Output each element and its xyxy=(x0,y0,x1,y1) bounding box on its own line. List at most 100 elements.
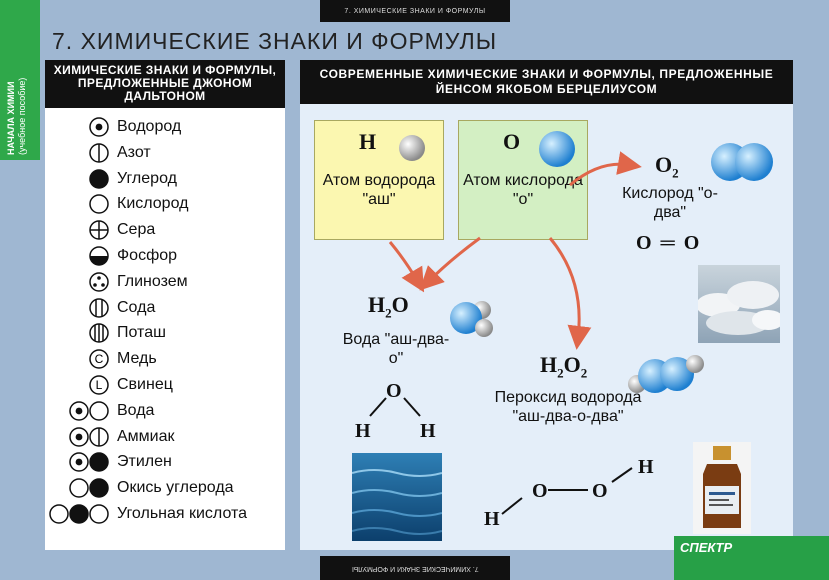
dalton-panel: ХИМИЧЕСКИЕ ЗНАКИ И ФОРМУЛЫ, ПРЕДЛОЖЕННЫЕ… xyxy=(45,60,285,550)
o2-structure: O ═ O xyxy=(636,232,702,254)
dalton-row: Углерод xyxy=(45,168,285,192)
dalton-row-label: Медь xyxy=(117,350,157,368)
svg-text:C: C xyxy=(95,352,104,366)
water-formula: H2O xyxy=(368,292,409,321)
dalton-row-label: Угольная кислота xyxy=(117,505,248,522)
vertical-line-circle-icon xyxy=(89,143,109,163)
peroxide-formula: H2O2 xyxy=(540,352,587,381)
water-formula-o: O xyxy=(391,292,409,317)
top-strip: 7. ХИМИЧЕСКИЕ ЗНАКИ И ФОРМУЛЫ xyxy=(320,0,510,22)
water-structure-o: O xyxy=(386,380,402,402)
letter-l-circle-icon: L xyxy=(89,375,109,395)
top-strip-text: 7. ХИМИЧЕСКИЕ ЗНАКИ И ФОРМУЛЫ xyxy=(344,7,486,15)
oxygen-atom-icon xyxy=(539,131,575,167)
dalton-row-label: Поташ xyxy=(117,324,166,342)
water-caption: Вода "аш-два-о" xyxy=(342,331,450,367)
arrow-h-to-water xyxy=(388,241,425,293)
dalton-row: Угольная кислота xyxy=(45,503,285,527)
dalton-row-label: Водород xyxy=(117,118,182,135)
dalton-row-label: Этилен xyxy=(117,453,172,471)
o2-formula-o: O xyxy=(655,152,673,177)
o2-molecule-icon xyxy=(711,143,773,181)
dalton-row-label: Глинозем xyxy=(117,272,188,290)
svg-text:L: L xyxy=(96,378,103,392)
dalton-row: Сера xyxy=(45,219,285,243)
peroxide-structure-o2: O xyxy=(592,480,608,502)
filled-filled-empty-triple-icon xyxy=(49,504,109,524)
o2-caption: Кислород "о-два" xyxy=(622,185,718,221)
oxygen-symbol: O xyxy=(503,129,521,154)
dalton-row: Глинозем xyxy=(45,271,285,295)
dalton-row-label: Окись углерода xyxy=(117,479,234,497)
bottom-strip: 7. ХИМИЧЕСКИЕ ЗНАКИ И ФОРМУЛЫ xyxy=(320,556,510,580)
peroxide-structure xyxy=(501,467,633,515)
side-label-subtitle: (учебное пособие) xyxy=(17,77,27,155)
page-title: 7. ХИМИЧЕСКИЕ ЗНАКИ И ФОРМУЛЫ xyxy=(52,28,498,54)
side-tab-text: НАЧАЛА ХИМИИ (учебное пособие) xyxy=(6,78,28,155)
dalton-row: Вода xyxy=(45,400,285,424)
dalton-row: Сода xyxy=(45,297,285,321)
oxygen-caption: Атом кислорода "о" xyxy=(463,172,583,208)
dot-filled-pair-icon xyxy=(69,452,109,473)
dot-empty-pair-icon xyxy=(69,401,109,421)
empty-filled-pair-icon xyxy=(69,478,109,498)
dot-circle-icon xyxy=(89,117,109,137)
dalton-row: Фосфор xyxy=(45,245,285,269)
reaction-arrows xyxy=(388,151,642,350)
letter-c-circle-icon: C xyxy=(89,349,109,369)
water-formula-h: H xyxy=(368,292,386,317)
empty-circle-icon xyxy=(89,194,109,215)
dalton-row: Окись углерода xyxy=(45,477,285,501)
peroxide-formula-sub1: 2 xyxy=(557,365,564,381)
three-dots-circle-icon xyxy=(89,272,109,292)
peroxide-formula-o: O xyxy=(563,352,581,377)
dalton-row: Водород xyxy=(45,116,285,140)
half-filled-circle-icon xyxy=(89,246,109,266)
dalton-row-label: Кислород xyxy=(117,195,189,213)
publisher-brand: СПЕКТР xyxy=(680,540,733,555)
peroxide-structure-h1: H xyxy=(484,508,500,530)
dot-line-pair-icon xyxy=(69,426,109,447)
dalton-row-label: Вода xyxy=(117,401,155,419)
water-structure xyxy=(369,397,421,417)
berzelius-panel: СОВРЕМЕННЫЕ ХИМИЧЕСКИЕ ЗНАКИ И ФОРМУЛЫ, … xyxy=(300,60,793,550)
peroxide-formula-h: H xyxy=(540,352,558,377)
water-structure-h1: H xyxy=(355,420,371,442)
filled-circle-icon xyxy=(89,168,109,189)
peroxide-structure-o1: O xyxy=(532,480,548,502)
side-tab: НАЧАЛА ХИМИИ (учебное пособие) xyxy=(0,0,40,160)
peroxide-formula-sub2: 2 xyxy=(580,365,588,381)
hydrogen-atom-icon xyxy=(399,135,425,161)
side-label-series: НАЧАЛА ХИМИИ xyxy=(6,81,16,155)
peroxide-molecule-icon xyxy=(628,355,704,393)
oxygen-atom-card: O Атом кислорода "о" xyxy=(458,120,588,240)
arrow-o-to-o2 xyxy=(569,151,642,187)
two-lines-circle-icon xyxy=(89,297,109,318)
dalton-row-label: Аммиак xyxy=(117,427,175,445)
peroxide-structure-h2: H xyxy=(638,456,654,478)
publisher-logo: СПЕКТР xyxy=(674,536,829,580)
o2-formula-sub: 2 xyxy=(672,165,679,181)
dalton-heading: ХИМИЧЕСКИЕ ЗНАКИ И ФОРМУЛЫ, ПРЕДЛОЖЕННЫЕ… xyxy=(45,60,285,108)
hydrogen-symbol: H xyxy=(359,129,377,154)
o2-formula: O2 xyxy=(655,152,679,181)
dalton-row: Аммиак xyxy=(45,426,285,450)
arrow-o-to-water xyxy=(419,236,481,291)
dalton-row-label: Азот xyxy=(117,143,151,161)
berzelius-heading: СОВРЕМЕННЫЕ ХИМИЧЕСКИЕ ЗНАКИ И ФОРМУЛЫ, … xyxy=(300,60,793,104)
peroxide-caption: Пероксид водорода "аш-два-о-два" xyxy=(494,389,642,425)
dalton-row-label: Углерод xyxy=(117,169,177,187)
cross-circle-icon xyxy=(89,220,109,240)
peroxide-bottle-photo xyxy=(693,442,751,534)
dalton-row-label: Фосфор xyxy=(117,247,178,264)
water-structure-h2: H xyxy=(420,420,436,442)
hydrogen-caption: Атом водорода "аш" xyxy=(322,172,436,208)
water-molecule-icon xyxy=(450,301,493,337)
dalton-row: Поташ xyxy=(45,322,285,346)
dalton-row-label: Сода xyxy=(117,298,156,316)
hydrogen-atom-card: H Атом водорода "аш" xyxy=(314,120,444,240)
dalton-row: C Медь xyxy=(45,348,285,372)
dalton-row: Этилен xyxy=(45,451,285,475)
